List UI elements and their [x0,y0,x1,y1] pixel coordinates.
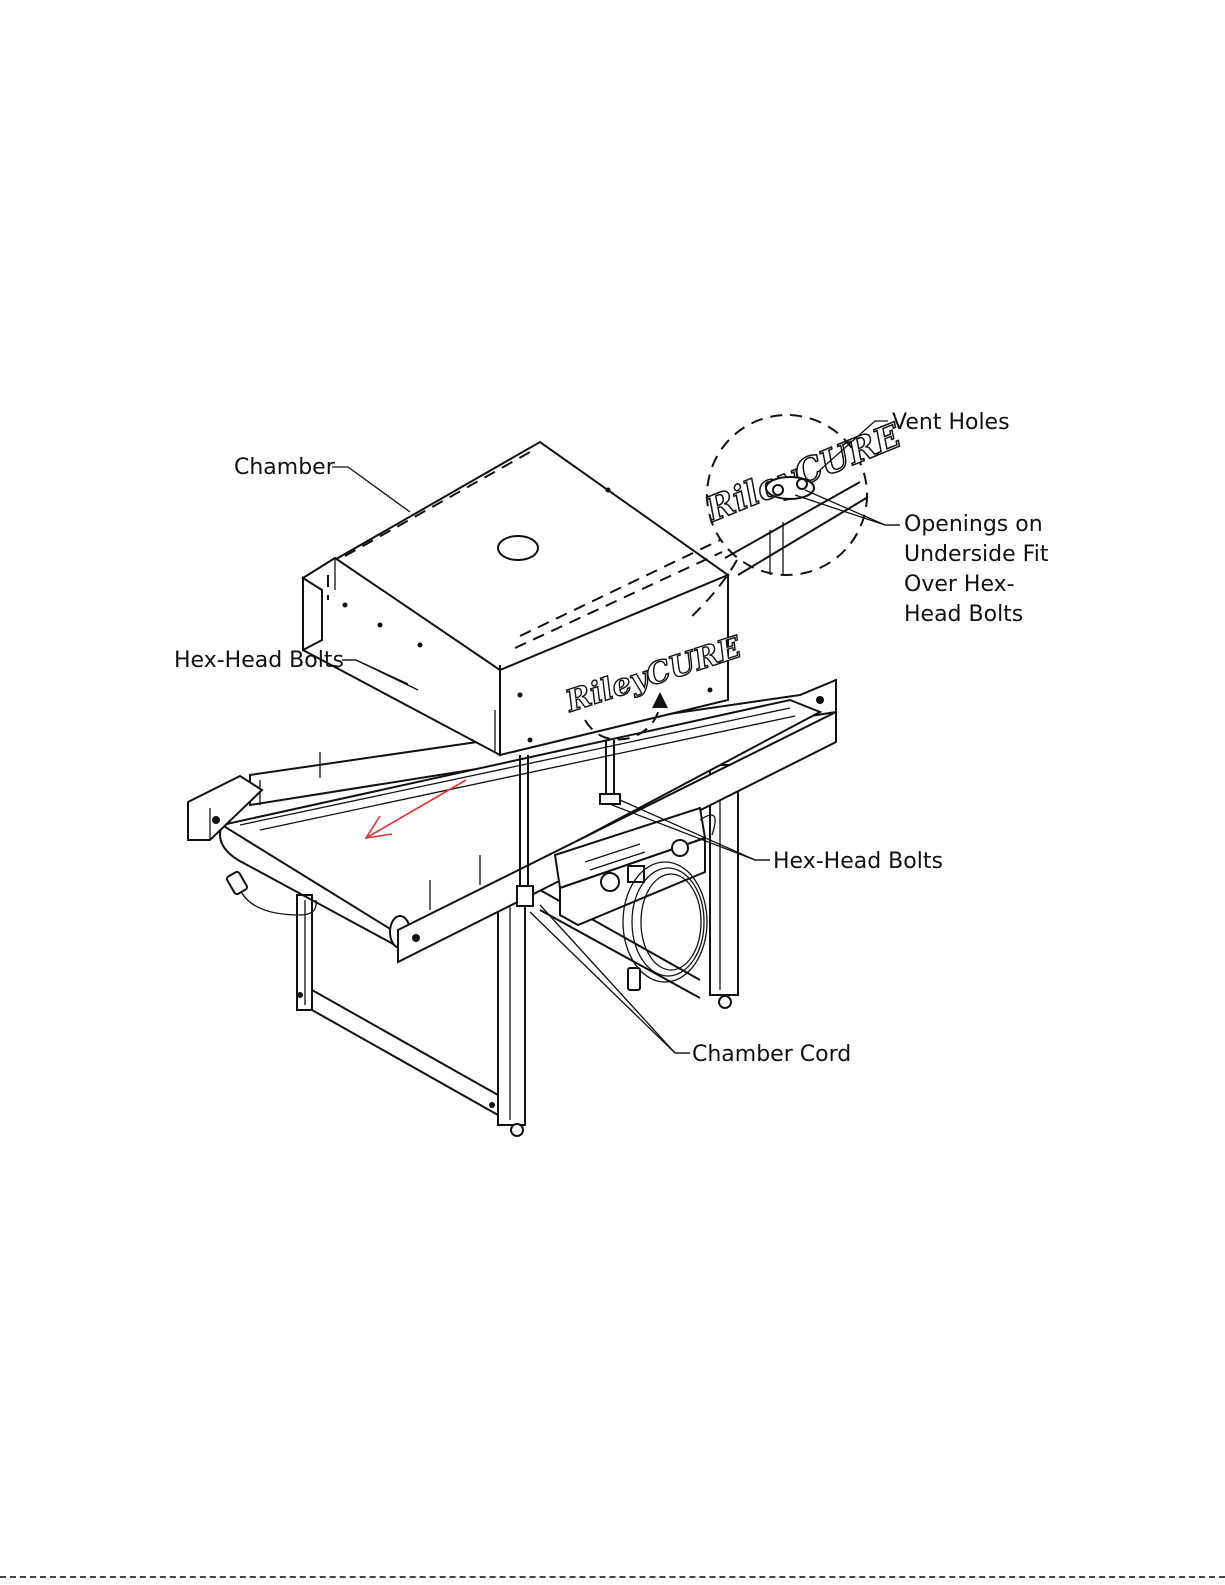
label-openings-line3: Over Hex- [904,572,1015,597]
label-hex-bolts-right: Hex-Head Bolts [773,849,943,874]
label-chamber-cord: Chamber Cord [692,1042,851,1067]
label-openings-line1: Openings on [904,512,1043,537]
label-hex-bolts-left: Hex-Head Bolts [174,648,344,673]
page-edge-divider [0,1576,1225,1578]
label-openings-line4: Head Bolts [904,602,1023,627]
label-openings-line2: Underside Fit [904,542,1049,567]
label-vent-holes: Vent Holes [892,410,1010,435]
label-chamber: Chamber [234,455,336,480]
